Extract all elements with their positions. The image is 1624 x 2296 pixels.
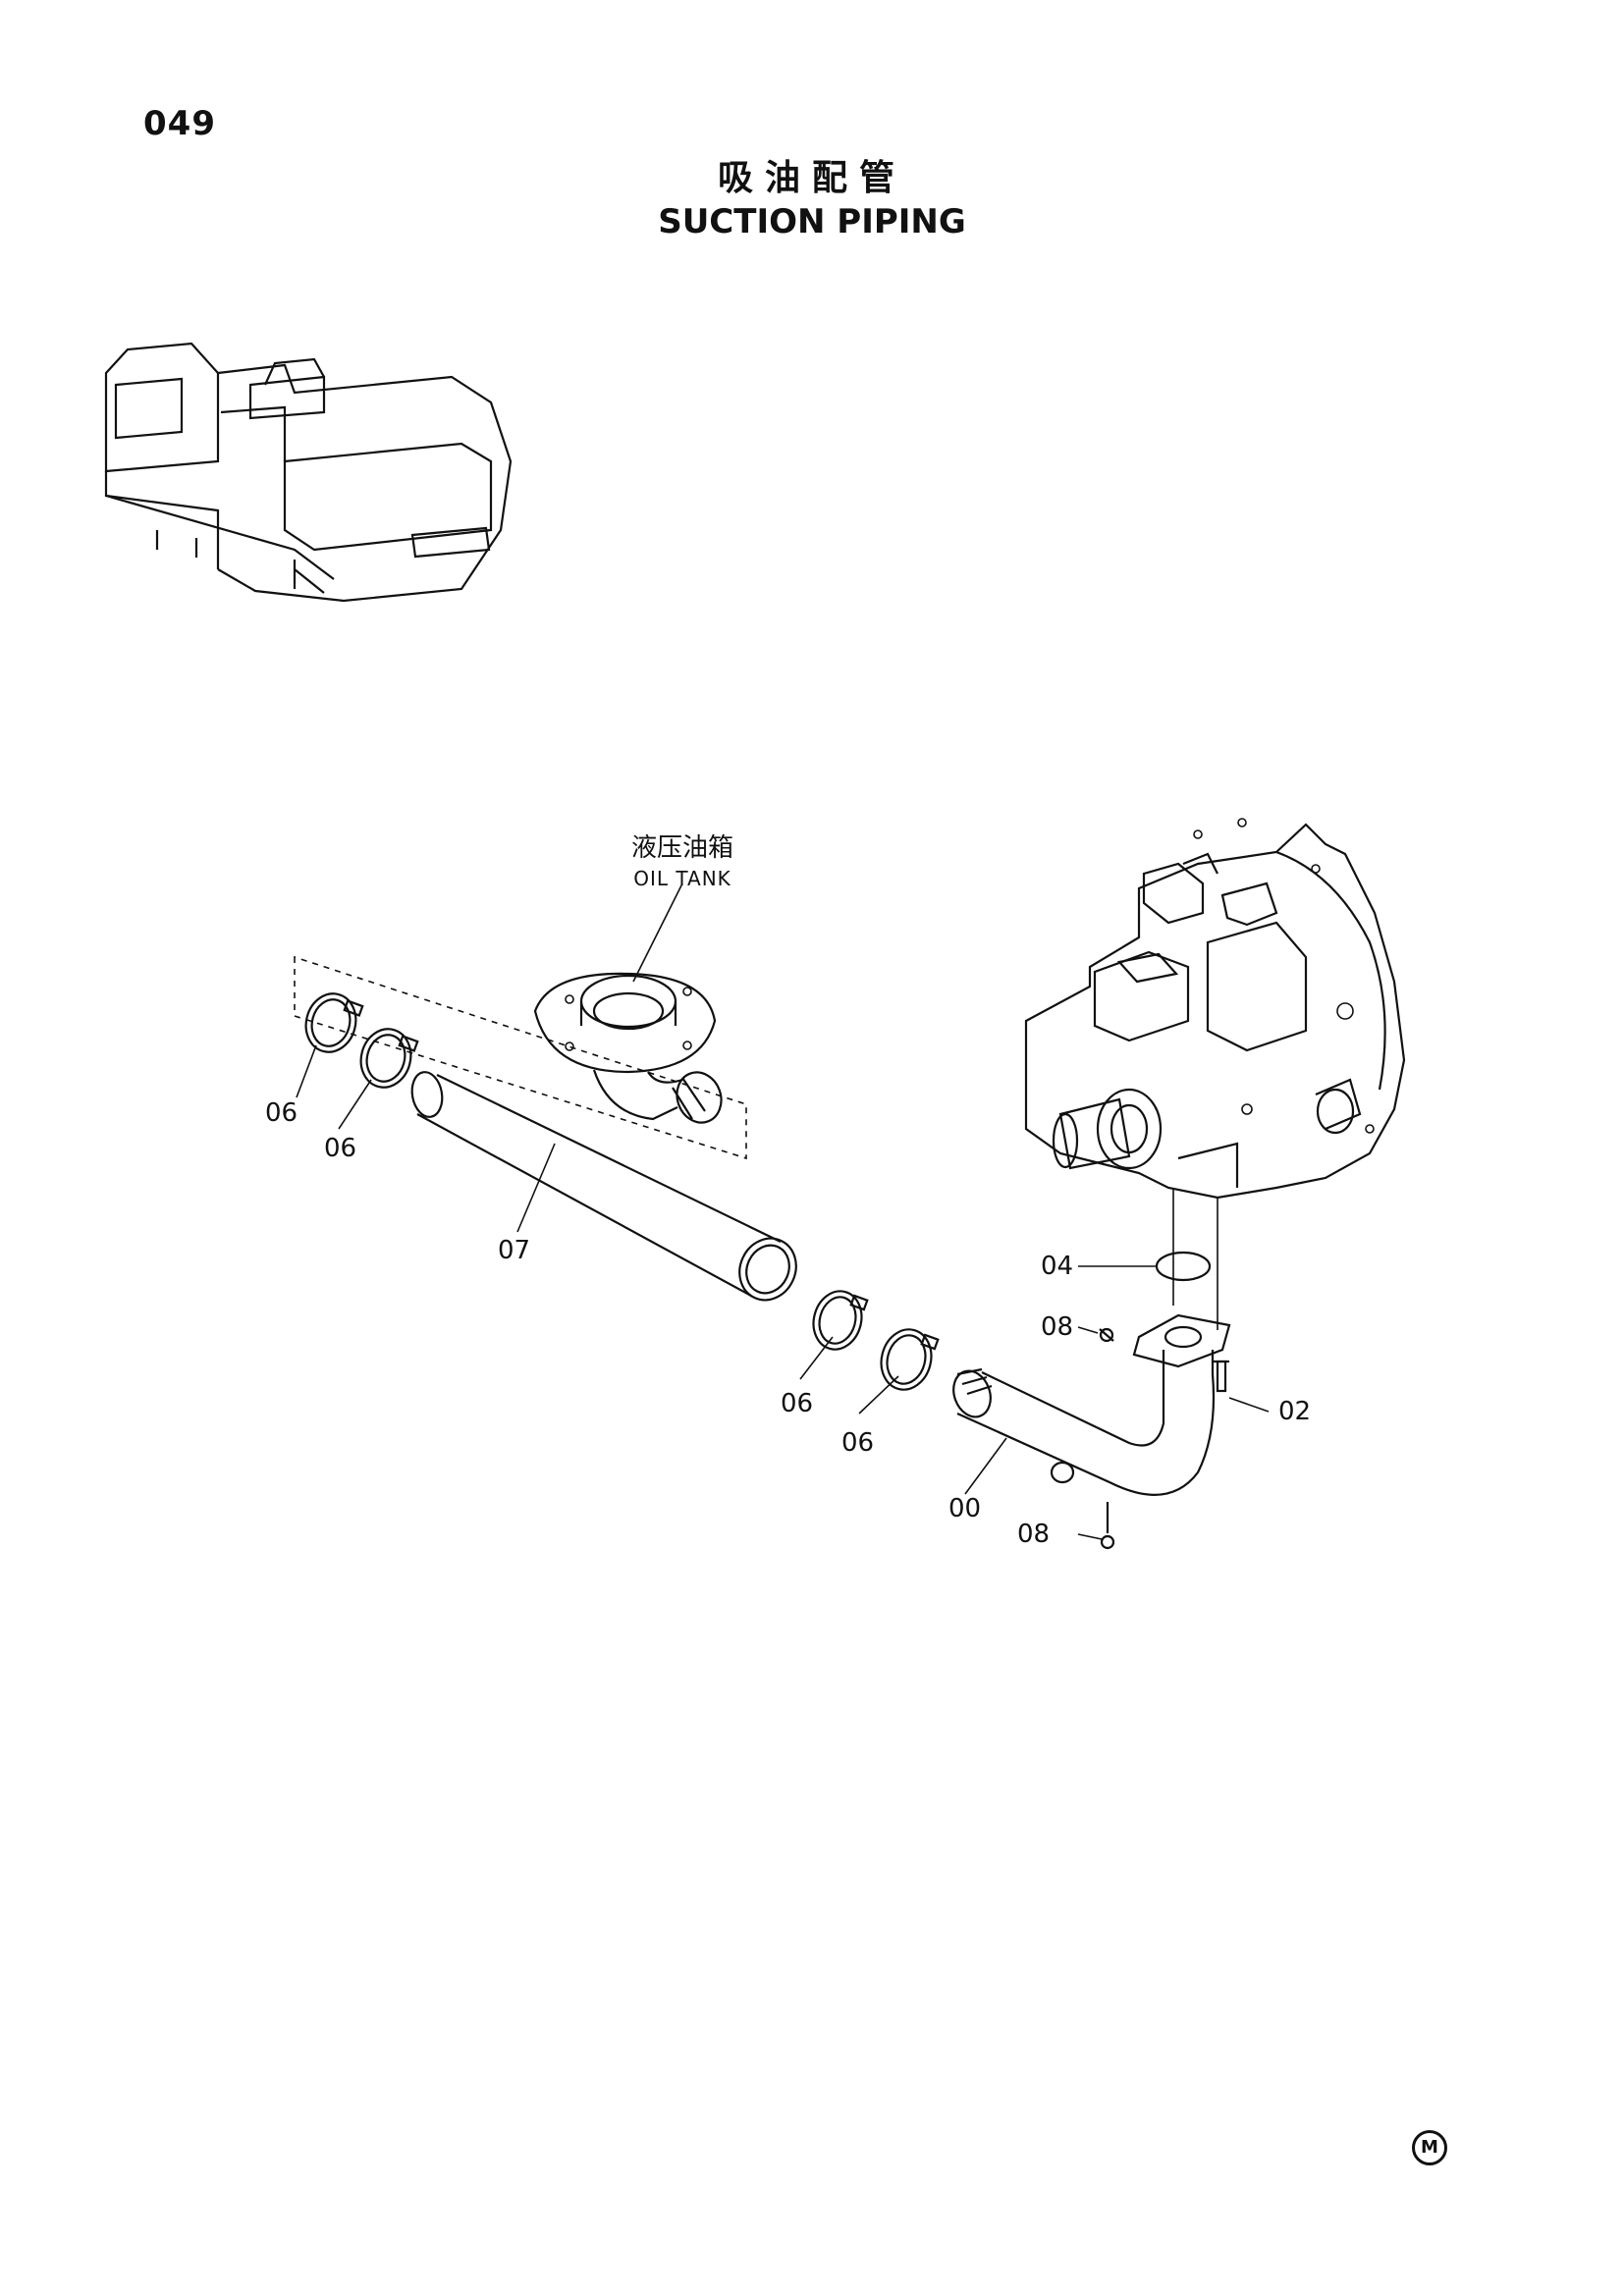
oil-tank-label-chinese: 液压油箱 [631,833,733,863]
hose-clamp-right-2 [880,1328,940,1391]
hose-clamp-left-1 [304,992,364,1053]
oil-tank-outlet [533,972,723,1124]
callout-clamp-c: 06 [781,1389,813,1418]
bolt-top [1099,1327,1114,1343]
callout-flange-bolt: 02 [1278,1397,1311,1426]
title-chinese: 吸油配管 [717,158,906,198]
suction-hose [410,1071,797,1302]
leader-lines [296,882,1270,1540]
hydraulic-pump-assembly [1024,818,1406,1200]
callout-o-ring: 04 [1041,1252,1073,1281]
callout-clamp-a: 06 [265,1098,298,1128]
callout-hose: 07 [498,1236,530,1265]
hose-clamp-left-2 [359,1028,419,1089]
suction-pipe [952,1313,1231,1496]
oil-tank-label-english: OIL TANK [633,867,731,890]
callout-clamp-d: 06 [841,1428,874,1458]
excavator-overview-illustration [104,342,513,603]
callout-bolt-bottom: 08 [1017,1520,1050,1549]
title-english: SUCTION PIPING [658,202,966,241]
callout-clamp-b: 06 [324,1134,356,1163]
page-number: 049 [143,104,216,143]
o-ring [1155,1251,1212,1282]
flange-bolt [1214,1360,1229,1393]
callout-pipe: 00 [948,1494,981,1523]
footer-mark: M [1412,2130,1447,2165]
callout-bolt-top: 08 [1041,1312,1073,1342]
bolt-bottom [1100,1502,1115,1550]
hose-clamp-right-1 [812,1290,869,1351]
